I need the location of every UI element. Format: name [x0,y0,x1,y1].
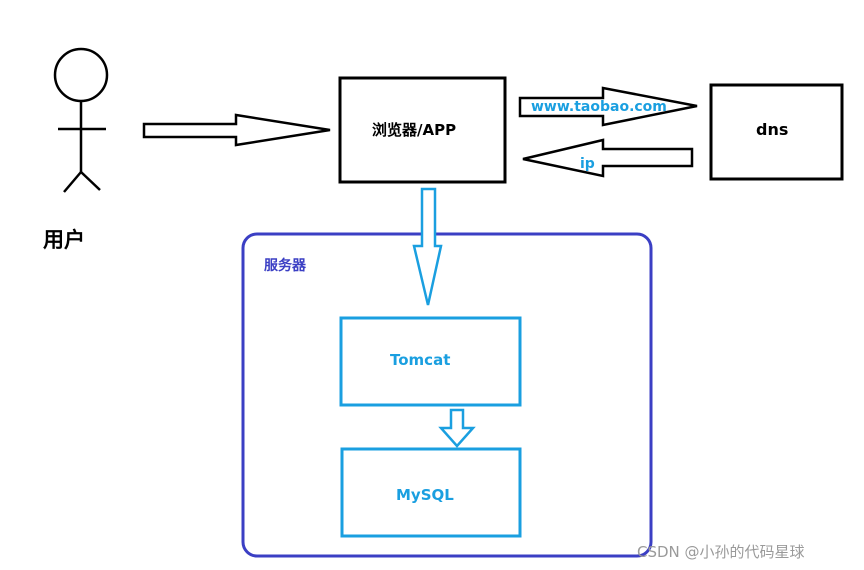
browser-to-tomcat-arrow [412,187,443,306]
tomcat-to-mysql-arrow [438,408,476,448]
user-label: 用户 [43,228,85,252]
user-stick-figure-icon [53,47,109,193]
watermark-text: CSDN @小孙的代码星球 [637,543,805,561]
response-label: ip [580,156,595,172]
response-arrow [522,138,694,178]
request-label: www.taobao.com [531,99,667,115]
dns-box [709,83,844,181]
browser-box [338,76,507,184]
request-arrow [518,86,698,127]
mysql-box [340,447,522,538]
dns-label: dns [756,120,788,139]
browser-label: 浏览器/APP [372,121,456,139]
tomcat-box [339,316,522,407]
user-to-browser-arrow [142,113,331,147]
server-label: 服务器 [264,257,307,274]
tomcat-label: Tomcat [390,351,450,369]
mysql-label: MySQL [396,486,454,504]
